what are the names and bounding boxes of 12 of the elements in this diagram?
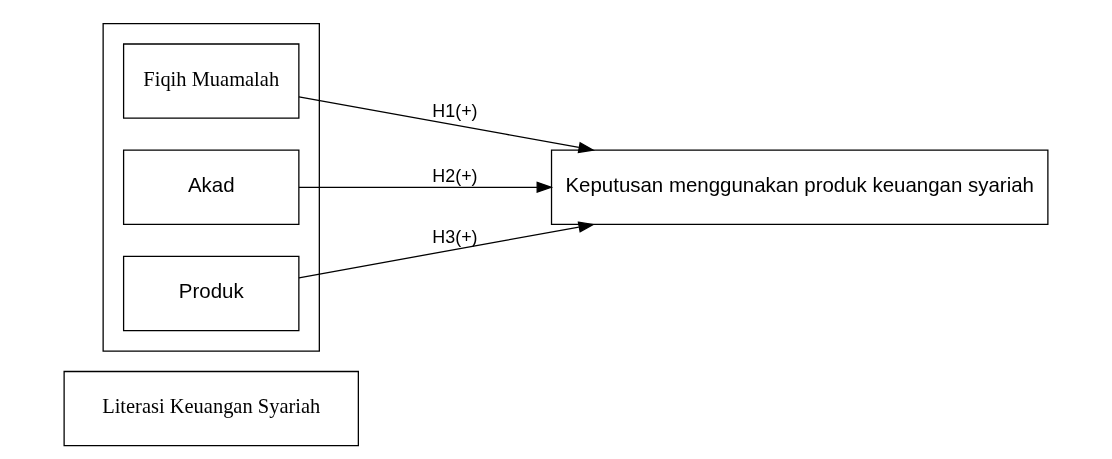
node-box: Fiqih Muamalah: [122, 43, 300, 119]
node-box: Akad: [122, 149, 300, 225]
edge-label: H2(+): [432, 166, 478, 187]
node-box: Literasi Keuangan Syariah: [63, 370, 359, 447]
node-box: Produk: [122, 255, 300, 332]
arrow: [298, 96, 596, 154]
edge-label: H3(+): [432, 226, 478, 247]
edge-label: H1(+): [432, 101, 478, 122]
arrow: [298, 181, 554, 194]
node-box: Keputusan menggunakan produk keuangan syariah: [550, 149, 1049, 225]
cluster: [102, 22, 320, 352]
arrow: [298, 221, 596, 279]
